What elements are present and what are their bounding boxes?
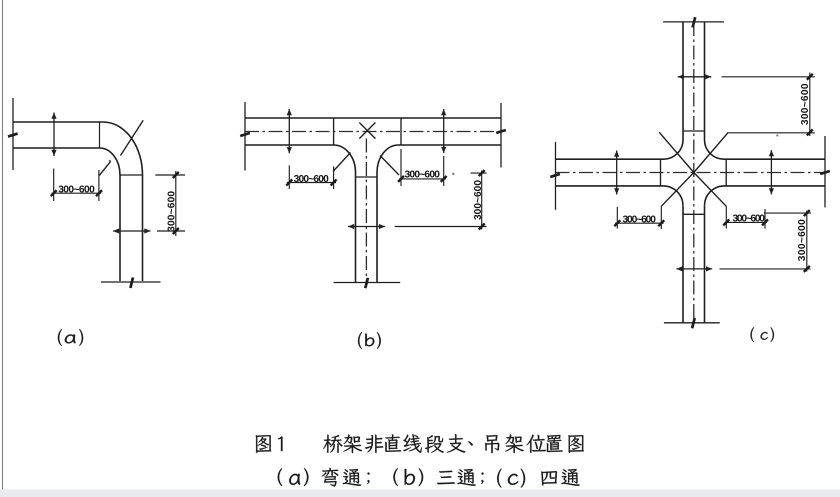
svg-text:300~600: 300~600 xyxy=(622,215,656,226)
svg-text:300~600: 300~600 xyxy=(166,191,177,232)
svg-text:300~600: 300~600 xyxy=(797,219,808,261)
svg-text:300~600: 300~600 xyxy=(800,83,811,125)
svg-text:300~600: 300~600 xyxy=(294,174,330,185)
svg-text:300~600: 300~600 xyxy=(733,214,766,225)
svg-text:300~600: 300~600 xyxy=(405,170,441,181)
svg-text:300~600: 300~600 xyxy=(473,180,484,220)
svg-text:300~600: 300~600 xyxy=(58,185,95,196)
